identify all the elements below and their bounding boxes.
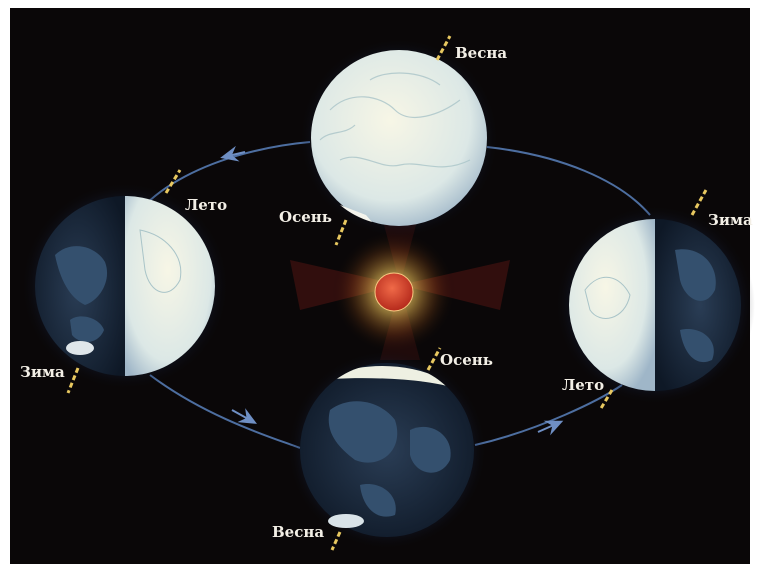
axis-top-south bbox=[336, 220, 346, 245]
earth-globe-icon bbox=[555, 205, 755, 405]
axis-right-north bbox=[692, 190, 706, 215]
label-top-spring: Весна bbox=[455, 44, 507, 62]
label-left-winter: Зима bbox=[20, 363, 65, 381]
orbit-arrow-icon bbox=[232, 410, 250, 420]
earth-globe-icon bbox=[287, 350, 487, 550]
label-left-summer: Лето bbox=[185, 196, 227, 214]
label-right-summer: Лето bbox=[562, 376, 604, 394]
label-right-winter: Зима bbox=[708, 211, 753, 229]
label-bottom-autumn: Осень bbox=[440, 351, 493, 369]
label-bottom-spring: Весна bbox=[272, 523, 324, 541]
label-top-autumn: Осень bbox=[279, 208, 332, 226]
